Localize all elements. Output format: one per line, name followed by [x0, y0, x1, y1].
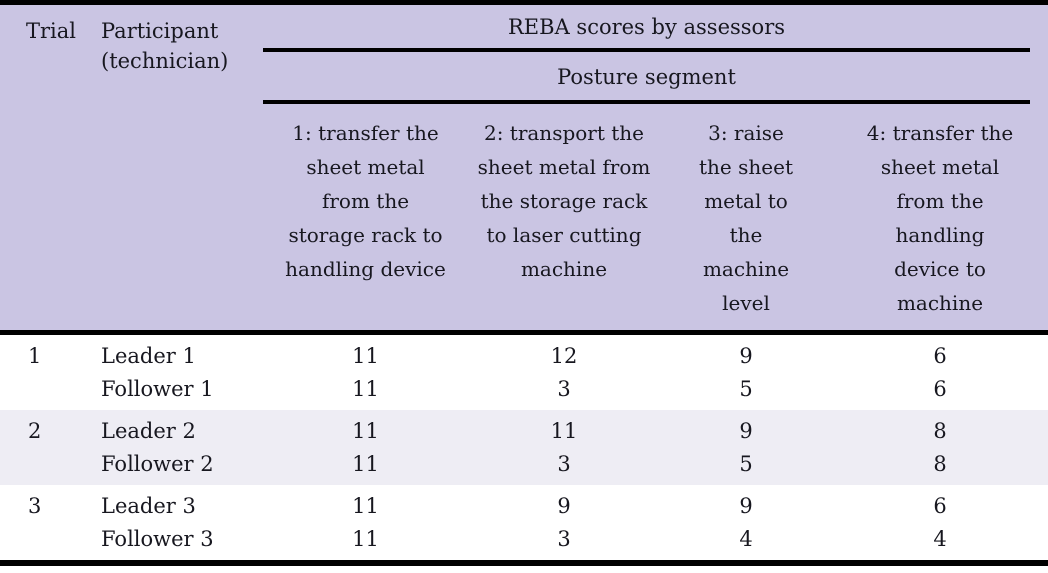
score-cell: 6: [933, 377, 947, 401]
participant-cell: Follower 1: [101, 377, 214, 401]
participant-cell: Leader 3: [101, 494, 196, 518]
score-cell: 3: [557, 377, 571, 401]
score-cell: 4: [739, 527, 753, 551]
score-cell: 3: [557, 527, 571, 551]
score-cell: 9: [739, 419, 753, 443]
score-cell: 4: [933, 527, 947, 551]
table-row-trial3-follower: Follower 3 11 3 4 4: [0, 523, 1048, 563]
score-cell: 6: [933, 344, 947, 368]
posture-subgroup-label: Posture segment: [557, 65, 736, 89]
header-row-postures: 1: transfer the sheet metal from the sto…: [0, 104, 1048, 333]
header-row-subgroup: Posture segment: [0, 52, 1048, 104]
table-row-trial1-follower: Follower 1 11 3 5 6: [0, 373, 1048, 410]
posture-header-4: 4: transfer the sheet metal from the han…: [866, 121, 1014, 315]
score-cell: 11: [352, 494, 379, 518]
score-cell: 9: [739, 494, 753, 518]
score-cell: 8: [933, 419, 947, 443]
header-cell-posture-subgroup: Posture segment: [263, 52, 1048, 104]
participant-cell: Follower 3: [101, 527, 214, 551]
table-body: 1 Leader 1 11 12 9 6 Follower 1 11 3 5 6…: [0, 333, 1048, 564]
score-cell: 11: [352, 452, 379, 476]
score-cell: 11: [352, 377, 379, 401]
header-cell-trial: Trial: [26, 19, 76, 43]
score-cell: 5: [739, 452, 753, 476]
table-row-trial3-leader: 3 Leader 3 11 9 9 6: [0, 485, 1048, 523]
participant-cell: Follower 2: [101, 452, 214, 476]
score-cell: 9: [557, 494, 571, 518]
score-cell: 12: [550, 344, 578, 368]
score-cell: 3: [557, 452, 571, 476]
trial-number-cell: 3: [28, 494, 42, 518]
posture-header-2: 2: transport the sheet metal from the st…: [477, 121, 651, 281]
score-cell: 6: [933, 494, 947, 518]
header-cell-participant: Participant (technician): [101, 19, 229, 73]
reba-group-rule: REBA scores by assessors: [263, 5, 1031, 52]
score-cell: 11: [352, 344, 379, 368]
participant-cell: Leader 1: [101, 344, 196, 368]
posture-header-3: 3: raise the sheet metal to the machine …: [699, 121, 793, 315]
reba-group-label: REBA scores by assessors: [508, 15, 786, 39]
participant-cell: Leader 2: [101, 419, 196, 443]
score-cell: 9: [739, 344, 753, 368]
score-cell: 5: [739, 377, 753, 401]
table-row-trial1-leader: 1 Leader 1 11 12 9 6: [0, 333, 1048, 374]
table-row-trial2-leader: 2 Leader 2 11 11 9 8: [0, 410, 1048, 448]
score-cell: 11: [550, 419, 578, 443]
score-cell: 11: [352, 527, 379, 551]
score-cell: 8: [933, 452, 947, 476]
trial-number-cell: 1: [28, 344, 42, 368]
posture-header-1: 1: transfer the sheet metal from the sto…: [285, 121, 446, 281]
table-header: Trial Participant (technician) REBA scor…: [0, 2, 1048, 333]
table-row-trial2-follower: Follower 2 11 3 5 8: [0, 448, 1048, 485]
header-cell-reba-group: REBA scores by assessors: [263, 3, 1048, 52]
posture-subgroup-rule: Posture segment: [263, 52, 1031, 104]
score-cell: 11: [352, 419, 379, 443]
header-row-group: Trial Participant (technician) REBA scor…: [0, 3, 1048, 73]
trial-number-cell: 2: [28, 419, 42, 443]
